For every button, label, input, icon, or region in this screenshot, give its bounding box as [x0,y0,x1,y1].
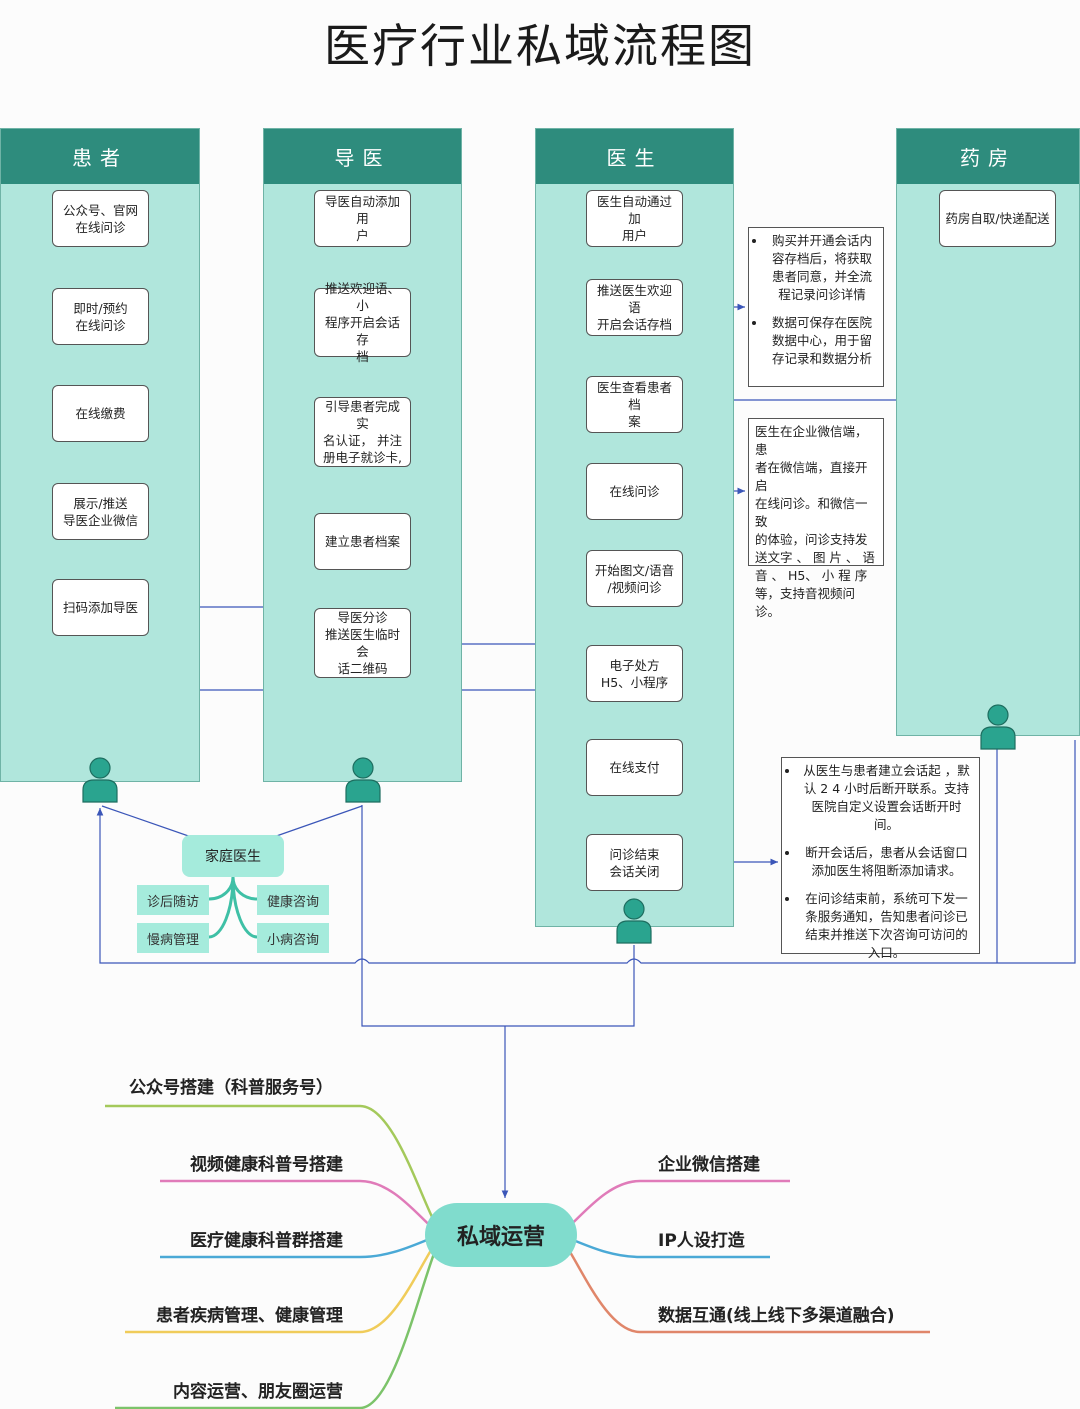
node-doctor-media-consult[interactable]: 开始图文/语音 /视频问诊 [586,550,683,607]
person-icon [345,757,381,803]
lane-header-patient: 患者 [1,129,199,184]
family-branch [208,876,235,939]
family-to-patient-line [101,805,201,841]
mindmap-branch-left: 视频健康科普号搭建 [190,1155,343,1175]
node-doctor-payment[interactable]: 在线支付 [586,739,683,796]
node-patient-payment[interactable]: 在线缴费 [52,385,149,442]
page-title: 医疗行业私域流程图 [324,19,756,73]
node-patient-show-wecom[interactable]: 展示/推送 导医企业微信 [52,483,149,540]
node-doctor-view-archive[interactable]: 医生查看患者档 案 [586,376,683,433]
node-doctor-auto-accept[interactable]: 医生自动通过加 用户 [586,190,683,247]
family-doctor-leaf: 诊后随访 [137,885,209,915]
lane-doctor: 医生 [535,128,734,927]
node-guide-triage[interactable]: 导医分诊 推送医生临时会 话二维码 [314,608,411,678]
lane-header-doctor: 医生 [536,129,733,184]
node-guide-archive[interactable]: 建立患者档案 [314,513,411,570]
node-patient-appointment[interactable]: 即时/预约 在线问诊 [52,288,149,345]
node-guide-auto-add[interactable]: 导医自动添加用 户 [314,190,411,247]
family-to-guide-line [264,805,363,841]
mindmap-branch-right: 企业微信搭建 [658,1155,760,1175]
family-doctor-leaf: 健康咨询 [257,885,329,915]
family-doctor-leaf: 小病咨询 [257,923,329,953]
node-doctor-session-close[interactable]: 问诊结束 会话关闭 [586,834,683,891]
mindmap-branch-left: 公众号搭建（科普服务号） [129,1078,333,1098]
family-doctor-leaf: 慢病管理 [137,923,209,953]
mindmap-branch-left: 内容运营、朋友圈运营 [173,1382,343,1402]
node-doctor-prescription[interactable]: 电子处方 H5、小程序 [586,645,683,702]
person-icon [616,898,652,944]
node-doctor-online-consult[interactable]: 在线问诊 [586,463,683,520]
person-icon [980,704,1016,750]
mindmap-branch-left: 患者疾病管理、健康管理 [156,1306,343,1326]
note-archive-item: 购买并开通会话内 容存档后，将获取 患者同意，并全流 程记录问诊详情 [767,232,877,304]
node-doctor-welcome[interactable]: 推送医生欢迎语 开启会话存档 [586,279,683,336]
node-patient-official-account[interactable]: 公众号、官网 在线问诊 [52,190,149,247]
note-consult: 医生在企业微信端，患 者在微信端，直接开启 在线问诊。和微信一致 的体验，问诊支… [748,418,884,619]
node-guide-verify[interactable]: 引导患者完成实 名认证， 并注 册电子就诊卡, [314,397,411,467]
person-icon [82,757,118,803]
note-session: 从医生与患者建立会话起 ，默 认 2 4 小时后断开联系。支持 医院自定义设置会… [781,757,980,960]
doctor-to-guide-line [361,805,635,1027]
mindmap-branch-left: 医疗健康科普群搭建 [190,1231,343,1251]
note-session-item: 断开会话后，患者从会话窗口 添加医生将阻断添加请求。 [800,844,973,880]
mindmap-branch-right: IP人设打造 [658,1231,745,1251]
lane-header-pharmacy: 药房 [897,129,1079,184]
family-branch [208,876,235,901]
node-patient-scan-add[interactable]: 扫码添加导医 [52,579,149,636]
mindmap-branch-right: 数据互通(线上线下多渠道融合) [658,1306,895,1326]
bottom-return-arrow [96,740,1076,964]
note-session-item: 从医生与患者建立会话起 ，默 认 2 4 小时后断开联系。支持 医院自定义设置会… [800,762,973,834]
node-guide-welcome[interactable]: 推送欢迎语、小 程序开启会话存 档 [314,281,411,364]
family-branch [231,876,258,901]
family-doctor-center: 家庭医生 [182,835,284,877]
family-branch [231,876,258,939]
lane-header-guide: 导医 [264,129,461,184]
note-archive-item: 数据可保存在医院 数据中心，用于留 存记录和数据分析 [767,314,877,368]
node-pharmacy-delivery[interactable]: 药房自取/快递配送 [939,190,1056,247]
note-archive: 购买并开通会话内 容存档后，将获取 患者同意，并全流 程记录问诊详情 数据可保存… [748,227,884,387]
mindmap-center: 私域运营 [425,1203,577,1267]
note-session-item: 在问诊结束前，系统可下发一 条服务通知，告知患者问诊已 结束并推送下次咨询可访问… [800,890,973,962]
